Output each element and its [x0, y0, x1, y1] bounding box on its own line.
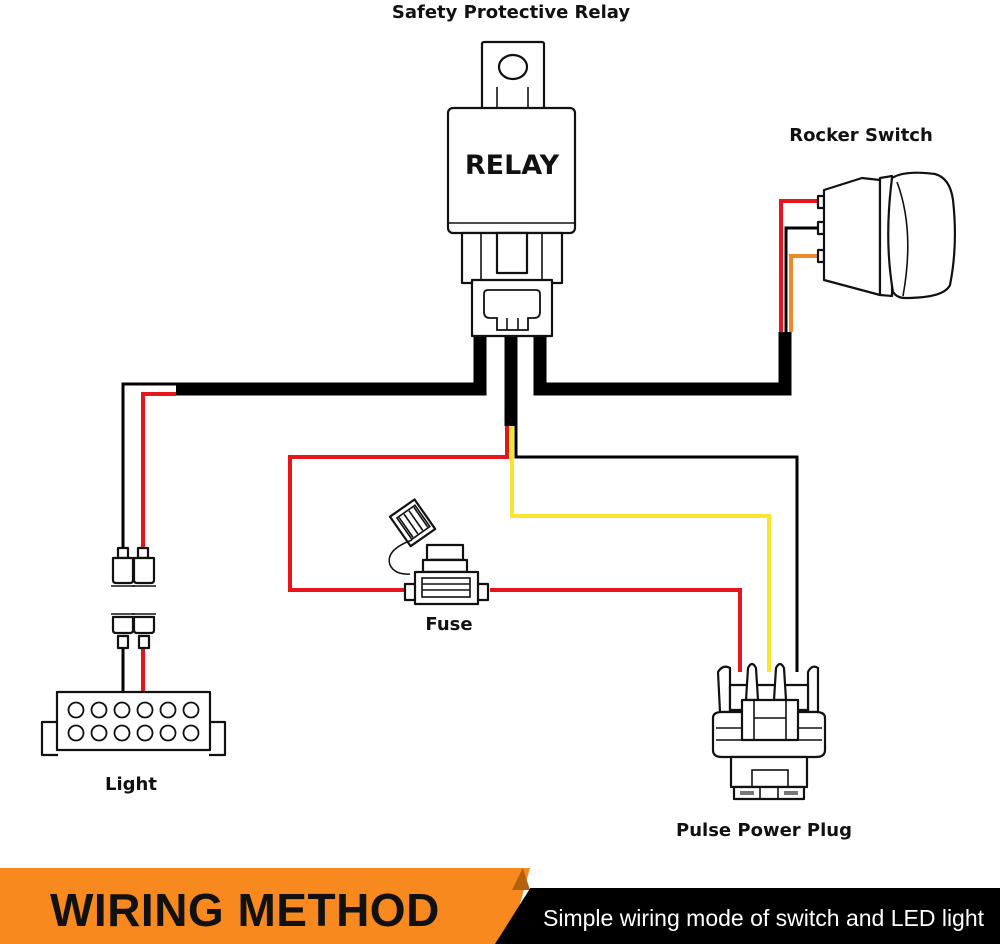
relay-mount-hole	[497, 53, 529, 81]
wire-black-plug	[514, 426, 799, 672]
plug-base	[732, 785, 806, 801]
plug-pin	[772, 662, 788, 702]
led	[159, 701, 177, 719]
wire-yellow-plug	[510, 426, 771, 672]
led	[67, 724, 85, 742]
fuse-cap-tether	[388, 539, 413, 575]
fuse-body	[413, 570, 480, 606]
pulse-power-plug-label: Pulse Power Plug	[676, 820, 852, 841]
fuse-window	[421, 577, 471, 598]
rocker-switch-label: Rocker Switch	[789, 125, 933, 146]
led	[113, 724, 131, 742]
banner-title: WIRING METHOD	[50, 884, 440, 936]
led	[90, 701, 108, 719]
light-label: Light	[105, 774, 157, 795]
wire-harness-light	[176, 336, 487, 396]
light-bracket-left	[40, 720, 58, 757]
led	[90, 724, 108, 742]
banner-black-panel	[495, 888, 1000, 944]
led-grid	[67, 701, 200, 742]
led	[113, 701, 131, 719]
plug-pin	[744, 662, 760, 702]
pulse-power-plug	[711, 662, 827, 801]
banner-orange-panel	[0, 868, 530, 944]
plug-contact	[740, 791, 754, 795]
light-connector-bottom	[111, 613, 156, 650]
wire-red-plug	[490, 588, 742, 672]
led	[136, 701, 154, 719]
relay-pin-center	[495, 231, 529, 275]
fuse-holder	[388, 498, 490, 606]
light-bracket-right	[209, 720, 227, 757]
plug-latch-left	[716, 665, 732, 714]
rocker-switch	[816, 171, 957, 300]
light-housing	[55, 690, 212, 752]
wire-black-light	[121, 382, 176, 548]
plug-latch-right	[806, 665, 820, 714]
wire-red-fuse-in	[288, 426, 509, 592]
led	[67, 701, 85, 719]
led	[182, 724, 200, 742]
fuse-cap	[388, 498, 437, 548]
relay-socket-key	[483, 289, 541, 331]
light-connector-top	[111, 546, 156, 587]
fuse-label: Fuse	[425, 614, 472, 635]
relay-title-label: Safety Protective Relay	[392, 2, 630, 23]
wires	[121, 199, 818, 692]
led	[182, 701, 200, 719]
wire-red-light	[141, 392, 176, 548]
switch-rocker-edge	[896, 181, 909, 297]
wire-harness-switch	[533, 332, 792, 396]
fuse-shoulder	[421, 558, 469, 574]
relay-body-label: RELAY	[465, 150, 560, 181]
switch-rocker	[887, 171, 957, 300]
light-bar	[40, 690, 227, 757]
plug-contact	[784, 791, 798, 795]
wire-black-switch	[784, 226, 818, 332]
switch-body	[822, 176, 882, 297]
relay: RELAY	[446, 40, 577, 338]
wire-orange-switch	[789, 254, 818, 332]
plug-collar	[740, 698, 800, 742]
led	[136, 724, 154, 742]
led	[159, 724, 177, 742]
plug-body	[729, 755, 809, 789]
banner-subtitle: Simple wiring mode of switch and LED lig…	[543, 905, 985, 931]
wire-red-switch	[779, 199, 818, 332]
